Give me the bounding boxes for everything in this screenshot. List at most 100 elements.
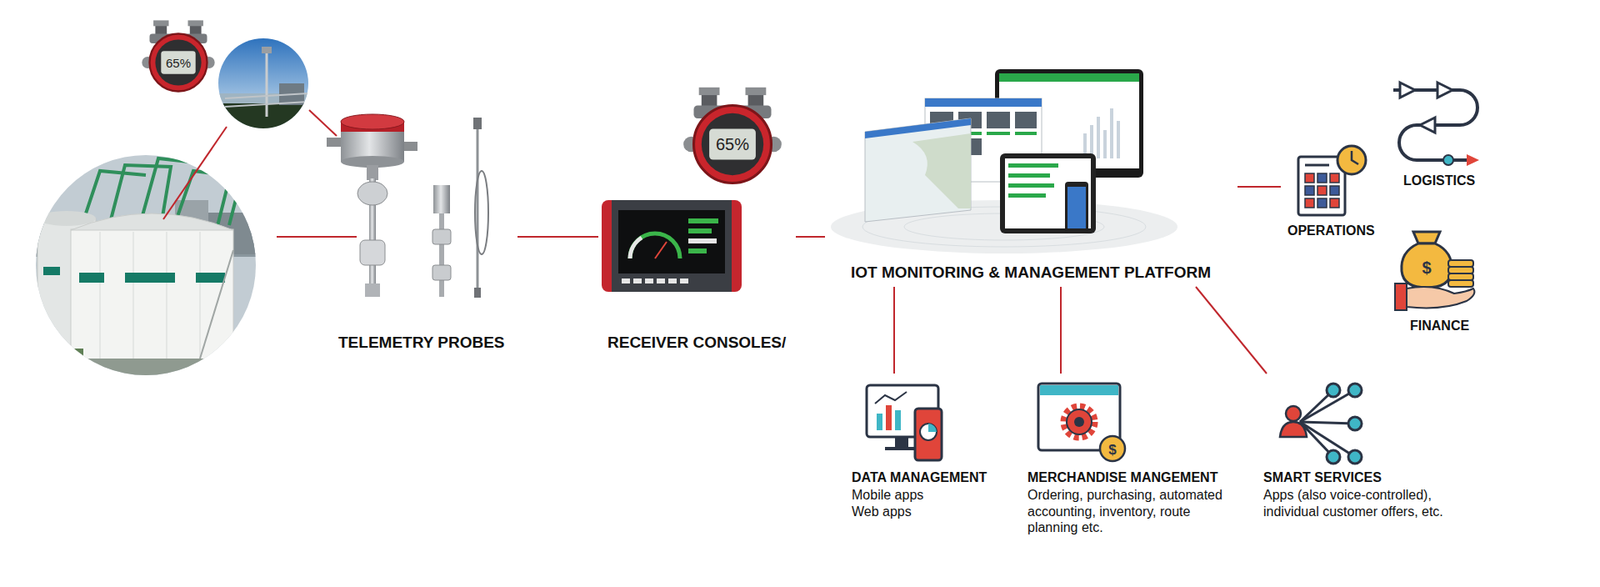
platform-devices — [999, 73, 1140, 82]
site-photo — [218, 38, 309, 129]
probe-drawing — [432, 229, 451, 245]
component-node: MERCHANDISE MANGEMENTOrdering, purchasin… — [1024, 373, 1235, 541]
data-management-icon — [876, 413, 883, 430]
tank-photo — [100, 231, 200, 367]
finance-icon — [1448, 266, 1474, 274]
operations-icon — [1305, 164, 1330, 167]
tank-photo — [200, 231, 201, 367]
merchandise-icon — [1038, 383, 1125, 461]
tank-photo — [79, 272, 105, 283]
finance-icon — [1448, 273, 1474, 280]
tank-photo — [33, 155, 259, 384]
operations-icon — [1317, 185, 1327, 195]
platform-devices — [986, 131, 1010, 135]
tank-photo — [195, 272, 225, 283]
node-description: Mobile apps Web apps — [851, 486, 944, 520]
operations-icon — [1305, 173, 1340, 208]
platform-devices — [830, 69, 1178, 254]
finance-icon — [1395, 283, 1407, 310]
connector-line — [1060, 286, 1062, 374]
platform-devices — [1008, 163, 1059, 198]
node-text: IOT MONITORING & MANAGEMENT PLATFORM — [850, 263, 1211, 282]
probe-drawing — [474, 287, 481, 298]
data-management-icon — [895, 436, 909, 447]
logistics-icon — [1437, 82, 1453, 98]
component-node: IOT MONITORING & MANAGEMENT PLATFORM — [825, 50, 1238, 287]
leader-line — [163, 126, 227, 220]
tank-photo — [33, 358, 259, 384]
receiver-console — [656, 278, 665, 284]
receiver-console — [655, 241, 667, 259]
platform-devices — [1008, 193, 1046, 198]
platform-devices — [865, 118, 971, 222]
probe-drawing — [404, 141, 418, 151]
node-text: SMART SERVICESApps (also voice-controlle… — [1263, 469, 1467, 520]
node-text: LOGISTICS — [1403, 173, 1475, 189]
operations-icon — [1317, 173, 1327, 183]
receiver-console — [680, 278, 689, 284]
node-description: Ordering, purchasing, automated accounti… — [1027, 486, 1231, 536]
platform-devices — [912, 133, 971, 209]
connector-line — [893, 286, 895, 374]
smart-services-icon — [1326, 450, 1340, 464]
probe-drawing — [326, 114, 489, 298]
smart-services-icon — [1285, 405, 1301, 421]
receiver-console — [618, 210, 725, 274]
logistics-icon — [1393, 82, 1480, 166]
platform-devices — [1110, 108, 1114, 159]
receiver-console — [688, 218, 719, 224]
tank-photo — [133, 231, 135, 367]
probe-drawing — [476, 117, 480, 296]
node-text: MERCHANDISE MANGEMENTOrdering, purchasin… — [1027, 469, 1231, 536]
probe-drawing — [473, 117, 482, 130]
logistics-icon — [1393, 90, 1478, 160]
platform-devices — [1067, 186, 1086, 229]
node-text: TELEMETRY PROBES — [338, 333, 505, 352]
smart-services-icon — [1300, 390, 1355, 457]
site-photo — [218, 38, 309, 129]
leader-line — [309, 110, 337, 136]
smart-services-icon — [1348, 383, 1362, 397]
data-management-icon — [875, 391, 907, 404]
operations-icon — [1351, 150, 1359, 165]
probe-drawing — [475, 170, 489, 255]
receiver-console — [633, 278, 642, 284]
finance-icon — [1448, 260, 1474, 267]
merchandise-icon — [1063, 405, 1095, 438]
probe-drawing — [439, 213, 445, 297]
merchandise-icon — [1040, 385, 1119, 395]
tank-photo — [100, 231, 101, 367]
component-node: TELEMETRY PROBES — [325, 95, 518, 357]
site-photo — [218, 38, 309, 129]
platform-devices — [1000, 153, 1096, 234]
platform-devices — [986, 111, 1010, 129]
logistics-icon — [1400, 82, 1415, 98]
node-title: IOT MONITORING & MANAGEMENT PLATFORM — [850, 263, 1211, 282]
connector-line — [795, 235, 825, 238]
operations-icon — [1305, 185, 1315, 195]
receiver-console — [645, 278, 654, 284]
receiver-console — [601, 200, 742, 292]
node-text: OPERATIONS — [1287, 223, 1375, 239]
tank-photo — [43, 266, 60, 275]
merchandise-icon — [1100, 435, 1125, 461]
operations-icon — [1317, 198, 1327, 208]
component-node: SMART SERVICESApps (also voice-controlle… — [1260, 373, 1470, 525]
receiver-console — [621, 278, 630, 284]
leader-line — [276, 235, 357, 238]
platform-devices — [865, 118, 971, 139]
tank-photo — [200, 250, 234, 359]
receiver-console — [688, 228, 712, 234]
connector-line — [517, 235, 599, 238]
site-photo — [225, 101, 309, 107]
currency-sign: $ — [1108, 442, 1116, 457]
merchandise-icon — [1074, 416, 1085, 427]
connector-line — [1237, 185, 1281, 188]
platform-devices — [1005, 158, 1091, 229]
level-gauge — [683, 87, 782, 184]
probe-drawing — [340, 114, 405, 130]
currency-sign: $ — [1421, 259, 1431, 276]
operations-icon — [1330, 173, 1340, 183]
receiver-console — [611, 200, 732, 292]
